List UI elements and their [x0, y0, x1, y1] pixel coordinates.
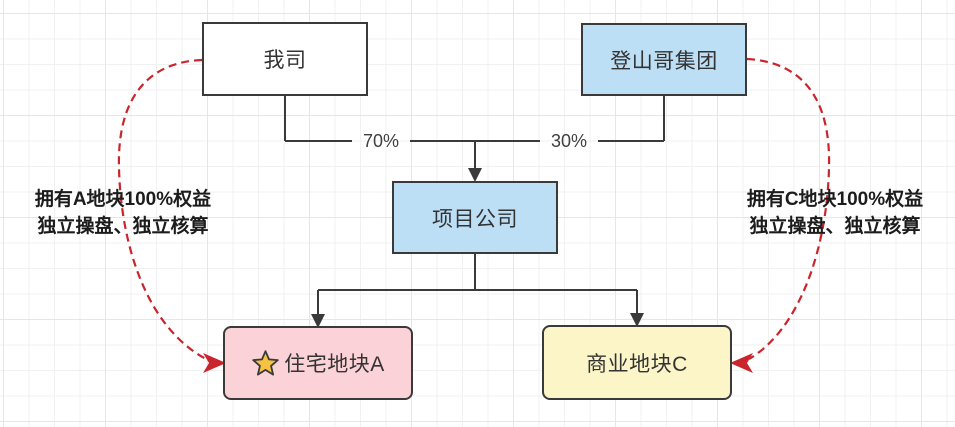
node-our-company[interactable]: 我司: [202, 22, 368, 96]
annotation-parcel-c[interactable]: 拥有C地块100%权益 独立操盘、独立核算: [720, 186, 950, 240]
annotation-parcel-c-line2: 独立操盘、独立核算: [749, 216, 921, 237]
dashed-curve-our-to-parcel-a: [117, 58, 207, 360]
arrow-right-icon: [203, 353, 226, 373]
arrow-down-icon: [630, 313, 644, 327]
node-partner-group-label: 登山哥集团: [610, 49, 718, 73]
annotation-parcel-a[interactable]: 拥有A地块100%权益 独立操盘、独立核算: [8, 186, 238, 240]
node-parcel-c-label: 商业地块C: [586, 352, 688, 376]
annotation-parcel-a-line1: 拥有A地块100%权益: [34, 189, 212, 210]
node-partner-group[interactable]: 登山哥集团: [581, 23, 747, 96]
arrow-down-icon: [468, 168, 482, 182]
annotation-parcel-c-line1: 拥有C地块100%权益: [746, 189, 924, 210]
node-parcel-c[interactable]: 商业地块C: [542, 325, 732, 400]
arrow-down-icon: [311, 314, 325, 328]
node-our-company-label: 我司: [263, 49, 307, 72]
annotation-parcel-a-line2: 独立操盘、独立核算: [37, 216, 209, 237]
node-parcel-a[interactable]: 住宅地块A: [223, 326, 413, 400]
dashed-curve-partner-to-parcel-c: [746, 57, 831, 360]
edge-label-30-percent: 30%: [550, 131, 588, 151]
edge-label-70-percent: 70%: [362, 131, 400, 151]
arrow-left-icon: [730, 353, 753, 373]
node-project-company-label: 项目公司: [432, 207, 518, 231]
star-icon: [252, 349, 279, 376]
node-parcel-a-label: 住宅地块A: [284, 353, 385, 376]
node-project-company[interactable]: 项目公司: [392, 181, 558, 254]
